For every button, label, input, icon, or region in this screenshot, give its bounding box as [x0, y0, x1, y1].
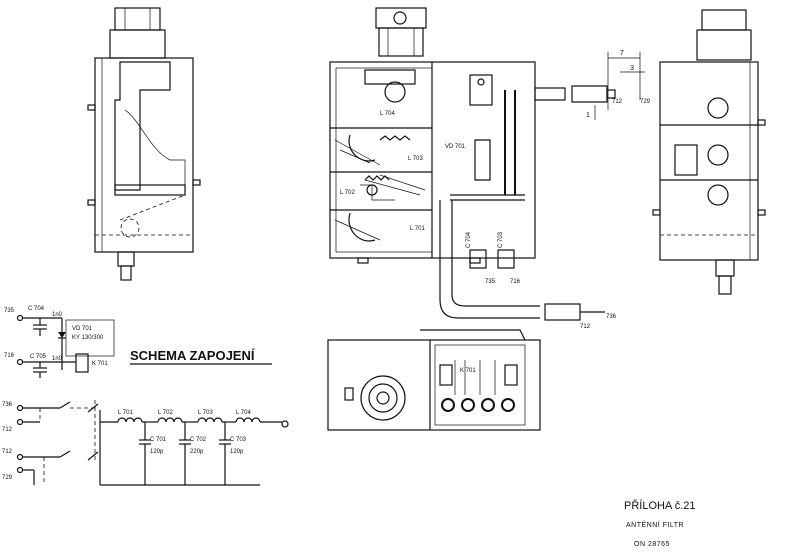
label-c703: C 703	[498, 231, 504, 248]
label-l703: L 703	[408, 156, 423, 162]
sch-l701: L 701	[118, 410, 133, 416]
sch-k701-coil	[75, 353, 89, 373]
label-vd701: VD 701	[445, 144, 466, 150]
top-connector-nut	[114, 7, 161, 31]
left-mount-circle	[120, 218, 140, 238]
sch-terminal-729: 729	[2, 475, 13, 481]
sch-c703-val: 120p	[230, 449, 244, 455]
center-front-view	[329, 7, 616, 321]
label-k701: K 701	[460, 368, 476, 374]
label-l704: L 704	[380, 111, 395, 117]
bottom-connector-circle	[360, 375, 406, 421]
sch-l701-coil	[117, 417, 143, 423]
bottom-housing	[327, 339, 541, 431]
sch-c701-val: 120p	[150, 449, 164, 455]
sch-c702-val: 220p	[190, 449, 204, 455]
terminal-736: 736	[606, 314, 617, 320]
footer: PŘÍLOHA č.21 ANTÉNNÍ FILTR ON 28765	[624, 499, 696, 548]
connector-body	[109, 29, 166, 59]
label-l702: L 702	[340, 190, 355, 196]
sch-l702-coil	[157, 417, 183, 423]
sch-terminal-712-a: 712	[2, 427, 13, 433]
sch-c705: C 705	[30, 354, 47, 360]
sch-terminal-735: 735	[4, 308, 15, 314]
sch-c704-val: 1n0	[52, 312, 63, 318]
label-l701: L 701	[410, 226, 425, 232]
sch-c704: C 704	[28, 306, 45, 312]
label-c704: C 704	[466, 231, 472, 248]
sch-vd701: VD 701	[72, 326, 93, 332]
sch-l702: L 702	[158, 410, 173, 416]
sch-c702: C 702	[190, 437, 207, 443]
sch-c703: C 703	[230, 437, 247, 443]
dim-7: 7	[620, 50, 624, 57]
terminal-735: 735	[485, 279, 496, 285]
schematic: SCHEMA ZAPOJENÍ 735 C 704 1n0 VD 701 KY …	[2, 306, 289, 486]
left-side-view	[87, 7, 201, 281]
dim-1: 1	[586, 112, 590, 119]
terminal-712: 712	[612, 99, 623, 105]
drawing-code: ON 28765	[634, 541, 670, 548]
sch-l703-coil	[197, 417, 223, 423]
terminal-716: 716	[510, 279, 521, 285]
sch-terminal-712-b: 712	[2, 449, 13, 455]
sch-k701: K 701	[92, 361, 108, 367]
dimension-detail: 7 3 1	[586, 50, 645, 120]
left-housing	[94, 57, 194, 253]
bottom-view	[327, 329, 541, 431]
sch-l704: L 704	[236, 410, 251, 416]
right-side-view	[652, 9, 766, 295]
sch-l703: L 703	[198, 410, 213, 416]
sch-c701: C 701	[150, 437, 167, 443]
schematic-title: SCHEMA ZAPOJENÍ	[130, 348, 255, 363]
sch-c705-val: 1n0	[52, 356, 63, 362]
sch-terminal-716: 716	[4, 353, 15, 359]
sch-vd701-type: KY 130/300	[72, 335, 104, 341]
dim-3: 3	[630, 65, 634, 72]
right-housing	[659, 61, 759, 261]
component-name: ANTÉNNÍ FILTR	[626, 520, 684, 529]
center-connector-nut	[375, 7, 427, 29]
terminal-729: 729	[640, 99, 651, 105]
sch-terminal-736: 736	[2, 402, 13, 408]
terminal-712-b: 712	[580, 324, 591, 330]
mechanical-labels: L 704 L 703 L 702 L 701 VD 701 C 704 C 7…	[340, 99, 651, 374]
sch-l704-coil	[235, 417, 261, 423]
priloha-label: PŘÍLOHA č.21	[624, 499, 696, 512]
